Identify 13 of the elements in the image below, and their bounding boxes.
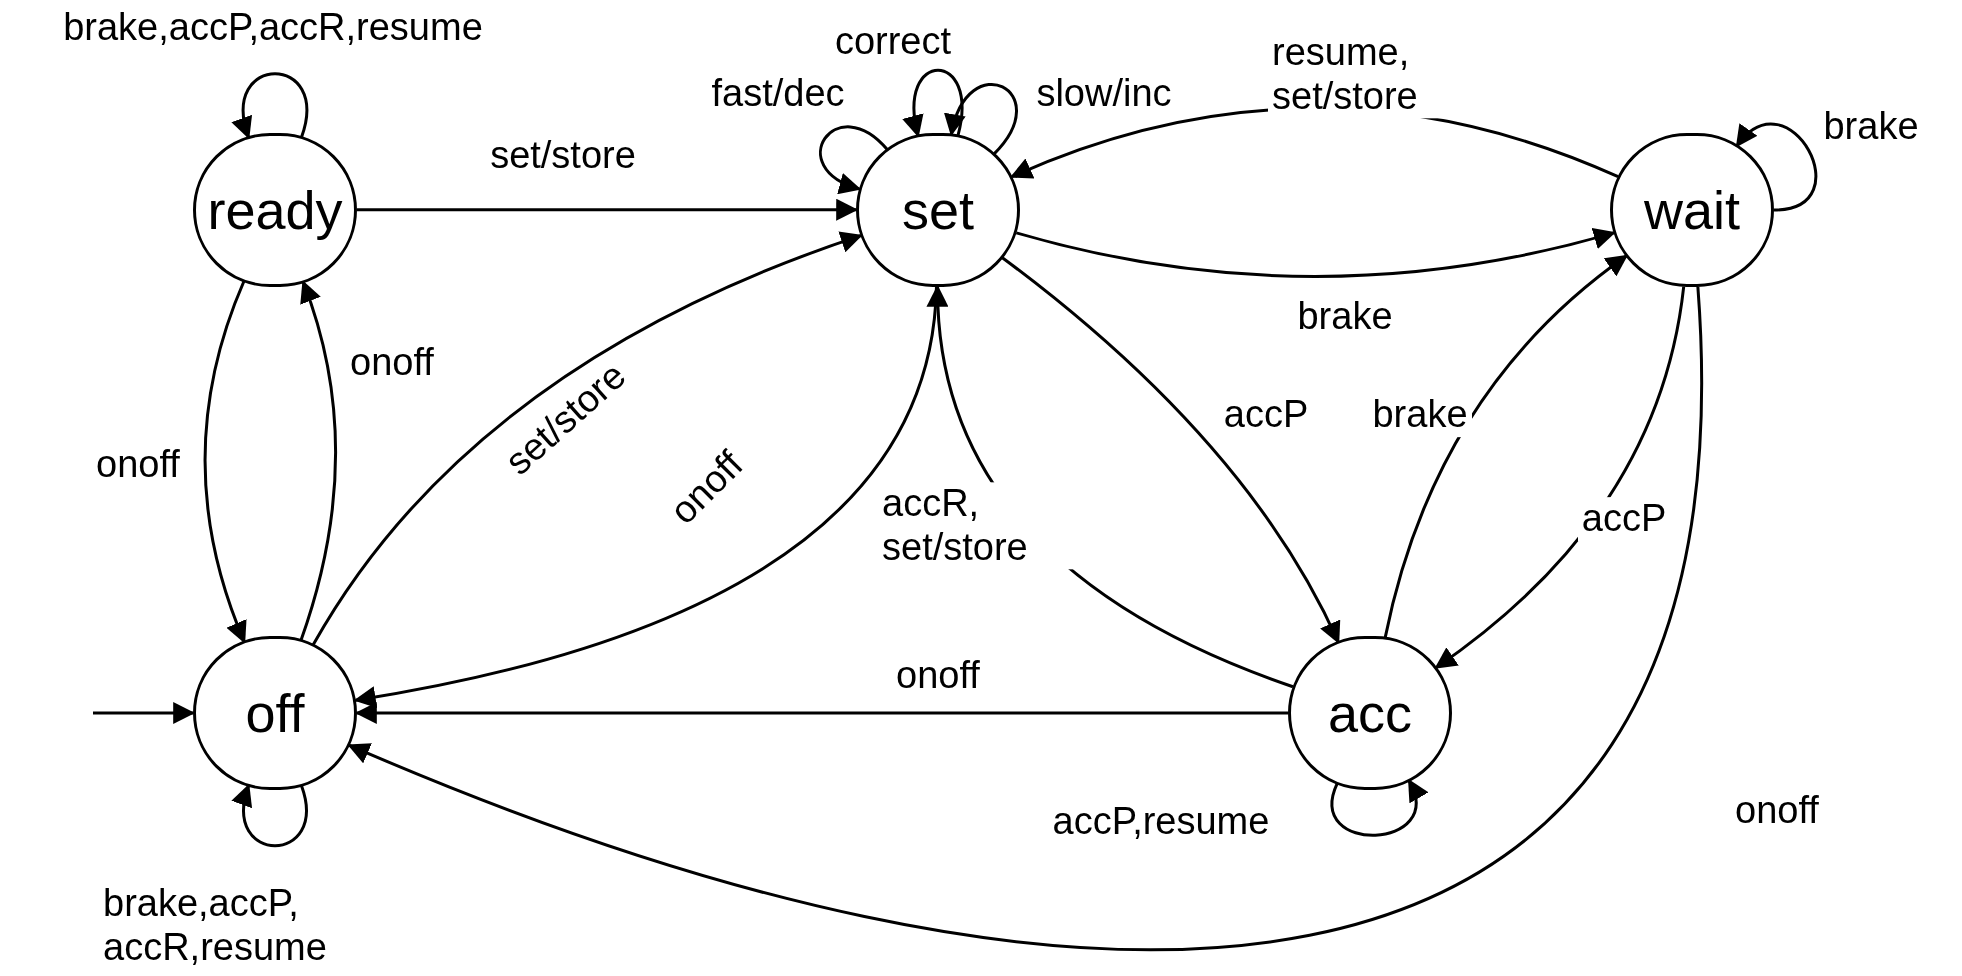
state-name: acc xyxy=(1327,686,1412,740)
transition-arrow xyxy=(203,280,248,644)
transition-arrow xyxy=(1735,123,1818,212)
transition-arrow xyxy=(946,83,1018,155)
transition-arrow xyxy=(1383,254,1629,638)
state-name: set xyxy=(901,183,974,237)
state-name: wait xyxy=(1644,183,1740,237)
state-name: off xyxy=(245,686,305,740)
transition-arrow xyxy=(1330,778,1427,837)
transition-arrow xyxy=(1001,256,1340,644)
transition-arrow xyxy=(311,231,863,646)
transition-arrow xyxy=(819,125,889,193)
transition-arrow xyxy=(1434,286,1686,669)
